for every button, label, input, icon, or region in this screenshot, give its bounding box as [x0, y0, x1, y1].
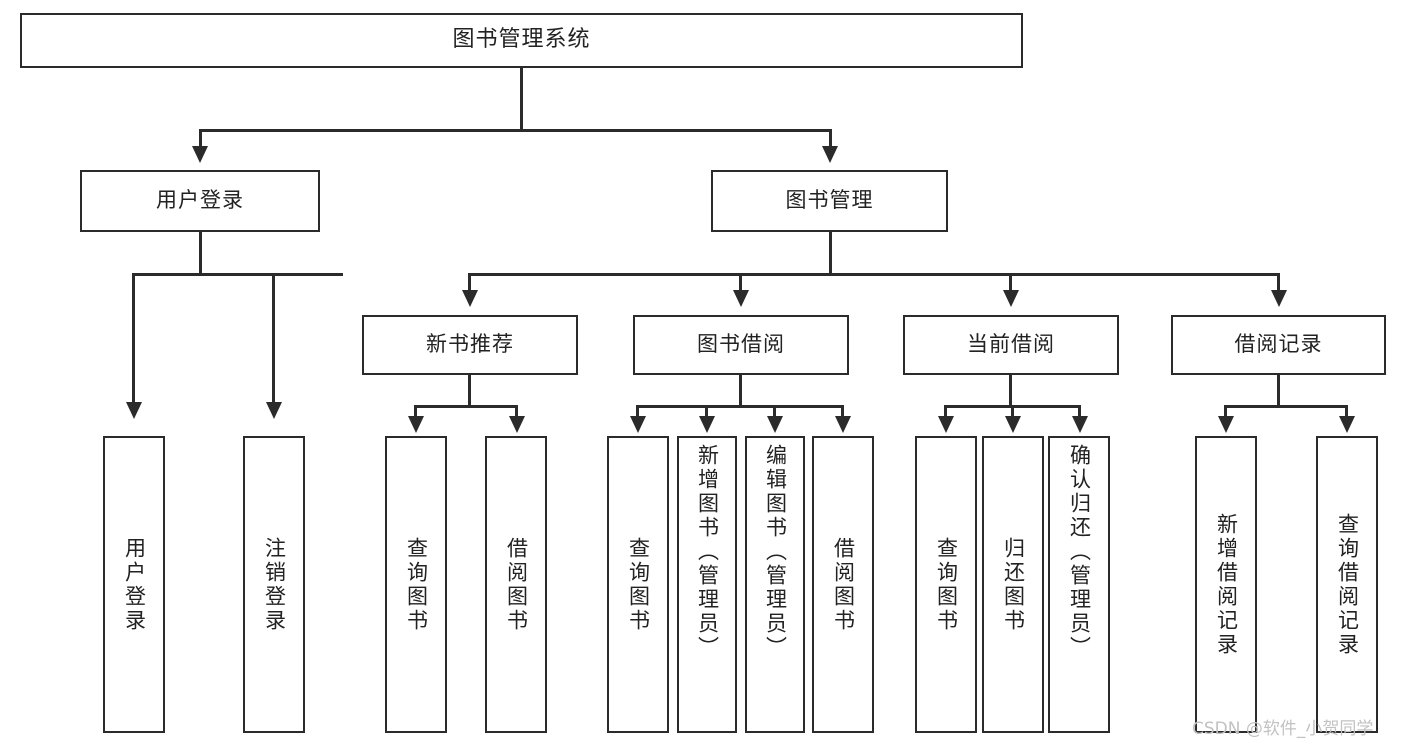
connector-current-borrow-drop-3 — [1078, 405, 1081, 417]
connector-root-drop-1 — [199, 129, 202, 147]
node-label: 当前借阅 — [967, 332, 1055, 357]
connector-root-stem — [520, 68, 523, 131]
node-label: 查询图书 — [934, 536, 959, 633]
connector-book-borrow-drop-4 — [841, 405, 844, 417]
leaf-logout[interactable]: 注销登录 — [243, 436, 305, 733]
connector-current-borrow-stem — [1009, 375, 1012, 407]
arrowhead-leaf-query-book-current — [938, 416, 954, 433]
connector-root-drop-2 — [829, 129, 832, 147]
connector-book-management-stem — [829, 232, 832, 275]
arrowhead-leaf-add-borrow-record — [1218, 416, 1234, 433]
connector-level3-drop-1 — [468, 273, 471, 291]
arrowhead-user-login — [192, 146, 208, 163]
node-borrow-record[interactable]: 借阅记录 — [1171, 315, 1386, 375]
node-label: 用户登录 — [156, 188, 244, 213]
connector-current-borrow-drop-1 — [944, 405, 947, 417]
arrowhead-leaf-edit-book-admin — [767, 416, 783, 433]
connector-borrow-record-drop-2 — [1345, 405, 1348, 417]
arrowhead-leaf-query-borrow-record — [1339, 416, 1355, 433]
arrowhead-current-borrow — [1003, 290, 1019, 307]
connector-level3-drop-3 — [1009, 273, 1012, 291]
node-root-book-management-system[interactable]: 图书管理系统 — [20, 13, 1023, 68]
node-label: 用户登录 — [122, 536, 147, 633]
node-user-login[interactable]: 用户登录 — [80, 170, 320, 232]
connector-new-book-stem — [468, 375, 471, 407]
connector-new-book-drop-2 — [515, 405, 518, 417]
leaf-query-borrow-record[interactable]: 查询借阅记录 — [1316, 436, 1378, 733]
arrowhead-leaf-user-login — [126, 402, 142, 419]
node-label: 确认归还（管理员） — [1067, 444, 1092, 660]
node-label: 借阅记录 — [1234, 332, 1323, 357]
connector-book-borrow-drop-1 — [636, 405, 639, 417]
leaf-query-book-borrow[interactable]: 查询图书 — [607, 436, 669, 733]
leaf-borrow-book-recommend[interactable]: 借阅图书 — [485, 436, 547, 733]
leaf-query-book-recommend[interactable]: 查询图书 — [385, 436, 447, 733]
connector-borrow-record-drop-1 — [1224, 405, 1227, 417]
leaf-user-login[interactable]: 用户登录 — [103, 436, 165, 733]
leaf-borrow-book[interactable]: 借阅图书 — [812, 436, 874, 733]
node-label: 借阅图书 — [831, 536, 856, 633]
node-label: 新书推荐 — [426, 332, 514, 357]
connector-book-borrow-drop-2 — [705, 405, 708, 417]
leaf-edit-book-admin[interactable]: 编辑图书（管理员） — [745, 436, 805, 733]
connector-current-borrow-drop-2 — [1011, 405, 1014, 417]
node-label: 归还图书 — [1001, 536, 1026, 633]
connector-user-login-stem — [199, 232, 202, 275]
arrowhead-leaf-return-book — [1005, 416, 1021, 433]
node-label: 查询图书 — [404, 536, 429, 633]
arrowhead-leaf-borrow-book — [835, 416, 851, 433]
csdn-watermark: CSDN @软件_小贺同学 — [1192, 719, 1374, 739]
node-book-borrow[interactable]: 图书借阅 — [633, 315, 849, 375]
leaf-query-book-current[interactable]: 查询图书 — [915, 436, 977, 733]
connector-user-login-bus — [132, 273, 343, 276]
connector-level3-drop-2 — [739, 273, 742, 291]
arrowhead-leaf-query-book-borrow — [630, 416, 646, 433]
node-current-borrow[interactable]: 当前借阅 — [903, 315, 1119, 375]
node-label: 图书管理 — [785, 188, 874, 213]
arrowhead-book-management — [822, 146, 838, 163]
node-label: 借阅图书 — [504, 536, 529, 633]
connector-book-borrow-stem — [739, 375, 742, 407]
connector-new-book-drop-1 — [414, 405, 417, 417]
node-label: 图书借阅 — [697, 332, 785, 357]
node-label: 图书管理系统 — [452, 27, 591, 53]
node-label: 新增借阅记录 — [1214, 512, 1239, 657]
connector-borrow-record-bus — [1224, 405, 1348, 408]
arrowhead-leaf-query-book-recommend — [408, 416, 424, 433]
connector-root-bus — [199, 129, 831, 132]
connector-user-login-drop-1 — [132, 273, 135, 405]
node-label: 查询借阅记录 — [1335, 512, 1360, 657]
node-label: 注销登录 — [262, 536, 287, 633]
arrowhead-leaf-confirm-return-admin — [1072, 416, 1088, 433]
leaf-return-book[interactable]: 归还图书 — [982, 436, 1044, 733]
connector-borrow-record-stem — [1277, 375, 1280, 407]
connector-level3-bus — [468, 273, 1280, 276]
leaf-confirm-return-admin[interactable]: 确认归还（管理员） — [1048, 436, 1110, 733]
connector-user-login-drop-2 — [272, 273, 275, 405]
leaf-add-borrow-record[interactable]: 新增借阅记录 — [1195, 436, 1257, 733]
arrowhead-new-book-recommend — [462, 290, 478, 307]
connector-book-borrow-bus — [636, 405, 844, 408]
arrowhead-leaf-logout — [266, 402, 282, 419]
node-book-management[interactable]: 图书管理 — [711, 170, 948, 232]
node-label: 查询图书 — [626, 536, 651, 633]
node-label: 编辑图书（管理员） — [763, 444, 788, 660]
node-new-book-recommend[interactable]: 新书推荐 — [362, 315, 578, 375]
arrowhead-book-borrow — [733, 290, 749, 307]
node-label: 新增图书（管理员） — [695, 444, 720, 660]
arrowhead-leaf-borrow-book-recommend — [509, 416, 525, 433]
connector-book-borrow-drop-3 — [773, 405, 776, 417]
connector-level3-drop-4 — [1277, 273, 1280, 291]
arrowhead-leaf-add-book-admin — [699, 416, 715, 433]
connector-new-book-bus — [414, 405, 518, 408]
arrowhead-borrow-record — [1271, 290, 1287, 307]
leaf-add-book-admin[interactable]: 新增图书（管理员） — [677, 436, 737, 733]
